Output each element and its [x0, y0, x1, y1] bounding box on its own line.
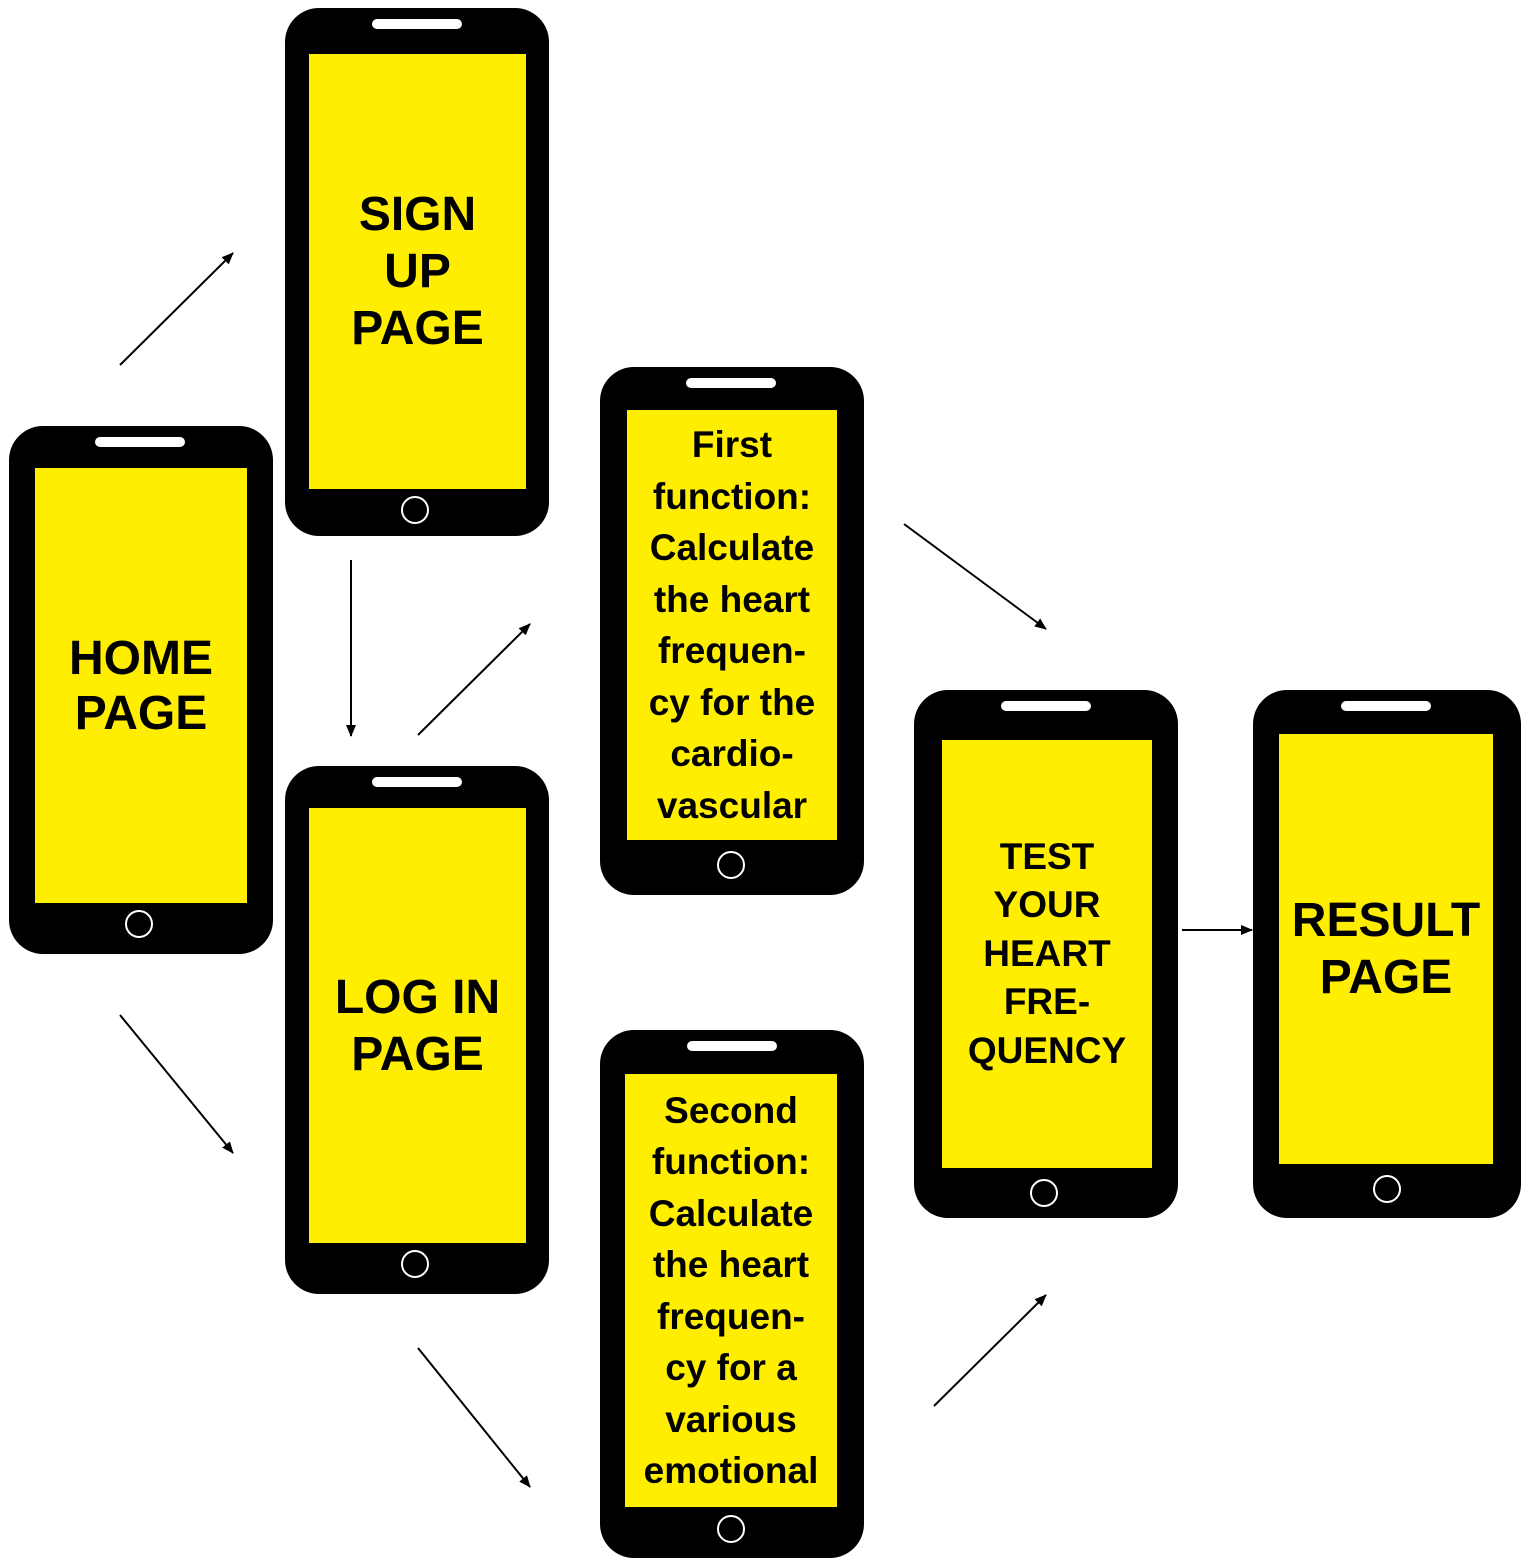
phone-signup: SIGN UP PAGE [285, 8, 549, 536]
speaker-slot [372, 19, 462, 29]
phone-first-function: First function: Calculate the heart freq… [600, 367, 864, 895]
result-page-label: RESULT PAGE [1291, 894, 1481, 1004]
home-button-icon [401, 1250, 429, 1278]
arrow-second-function-to-test [933, 1294, 1047, 1407]
speaker-slot [686, 378, 776, 388]
test-page-label: TEST YOUR HEART FRE- QUENCY [967, 835, 1127, 1071]
screen-result: RESULT PAGE [1279, 734, 1493, 1164]
phone-result: RESULT PAGE [1253, 690, 1521, 1218]
screen-signup: SIGN UP PAGE [309, 54, 526, 489]
home-button-icon [401, 496, 429, 524]
screen-first-function: First function: Calculate the heart freq… [627, 410, 837, 840]
phone-login: LOG IN PAGE [285, 766, 549, 1294]
arrow-login-to-second-function [417, 1347, 531, 1488]
arrow-first-function-to-test [903, 523, 1047, 630]
login-page-label: LOG IN PAGE [334, 970, 501, 1081]
home-button-icon [125, 910, 153, 938]
screen-login: LOG IN PAGE [309, 808, 526, 1243]
home-button-icon [717, 1515, 745, 1543]
arrow-home-to-login [119, 1014, 234, 1154]
speaker-slot [687, 1041, 777, 1051]
phone-test: TEST YOUR HEART FRE- QUENCY [914, 690, 1178, 1218]
phone-home: HOME PAGE [9, 426, 273, 954]
home-button-icon [1030, 1179, 1058, 1207]
signup-page-label: SIGN UP PAGE [351, 188, 484, 355]
arrow-login-to-first-function [417, 623, 531, 736]
home-button-icon [717, 851, 745, 879]
speaker-slot [95, 437, 185, 447]
first-function-label: First function: Calculate the heart freq… [648, 424, 816, 826]
home-button-icon [1373, 1175, 1401, 1203]
speaker-slot [1001, 701, 1091, 711]
second-function-label: Second function: Calculate the heart fre… [643, 1089, 819, 1492]
home-page-label: HOME PAGE [69, 631, 213, 740]
speaker-slot [1341, 701, 1431, 711]
screen-home: HOME PAGE [35, 468, 247, 903]
screen-test: TEST YOUR HEART FRE- QUENCY [942, 740, 1152, 1168]
phone-second-function: Second function: Calculate the heart fre… [600, 1030, 864, 1558]
screen-second-function: Second function: Calculate the heart fre… [625, 1074, 837, 1507]
arrow-home-to-signup [119, 252, 234, 366]
speaker-slot [372, 777, 462, 787]
